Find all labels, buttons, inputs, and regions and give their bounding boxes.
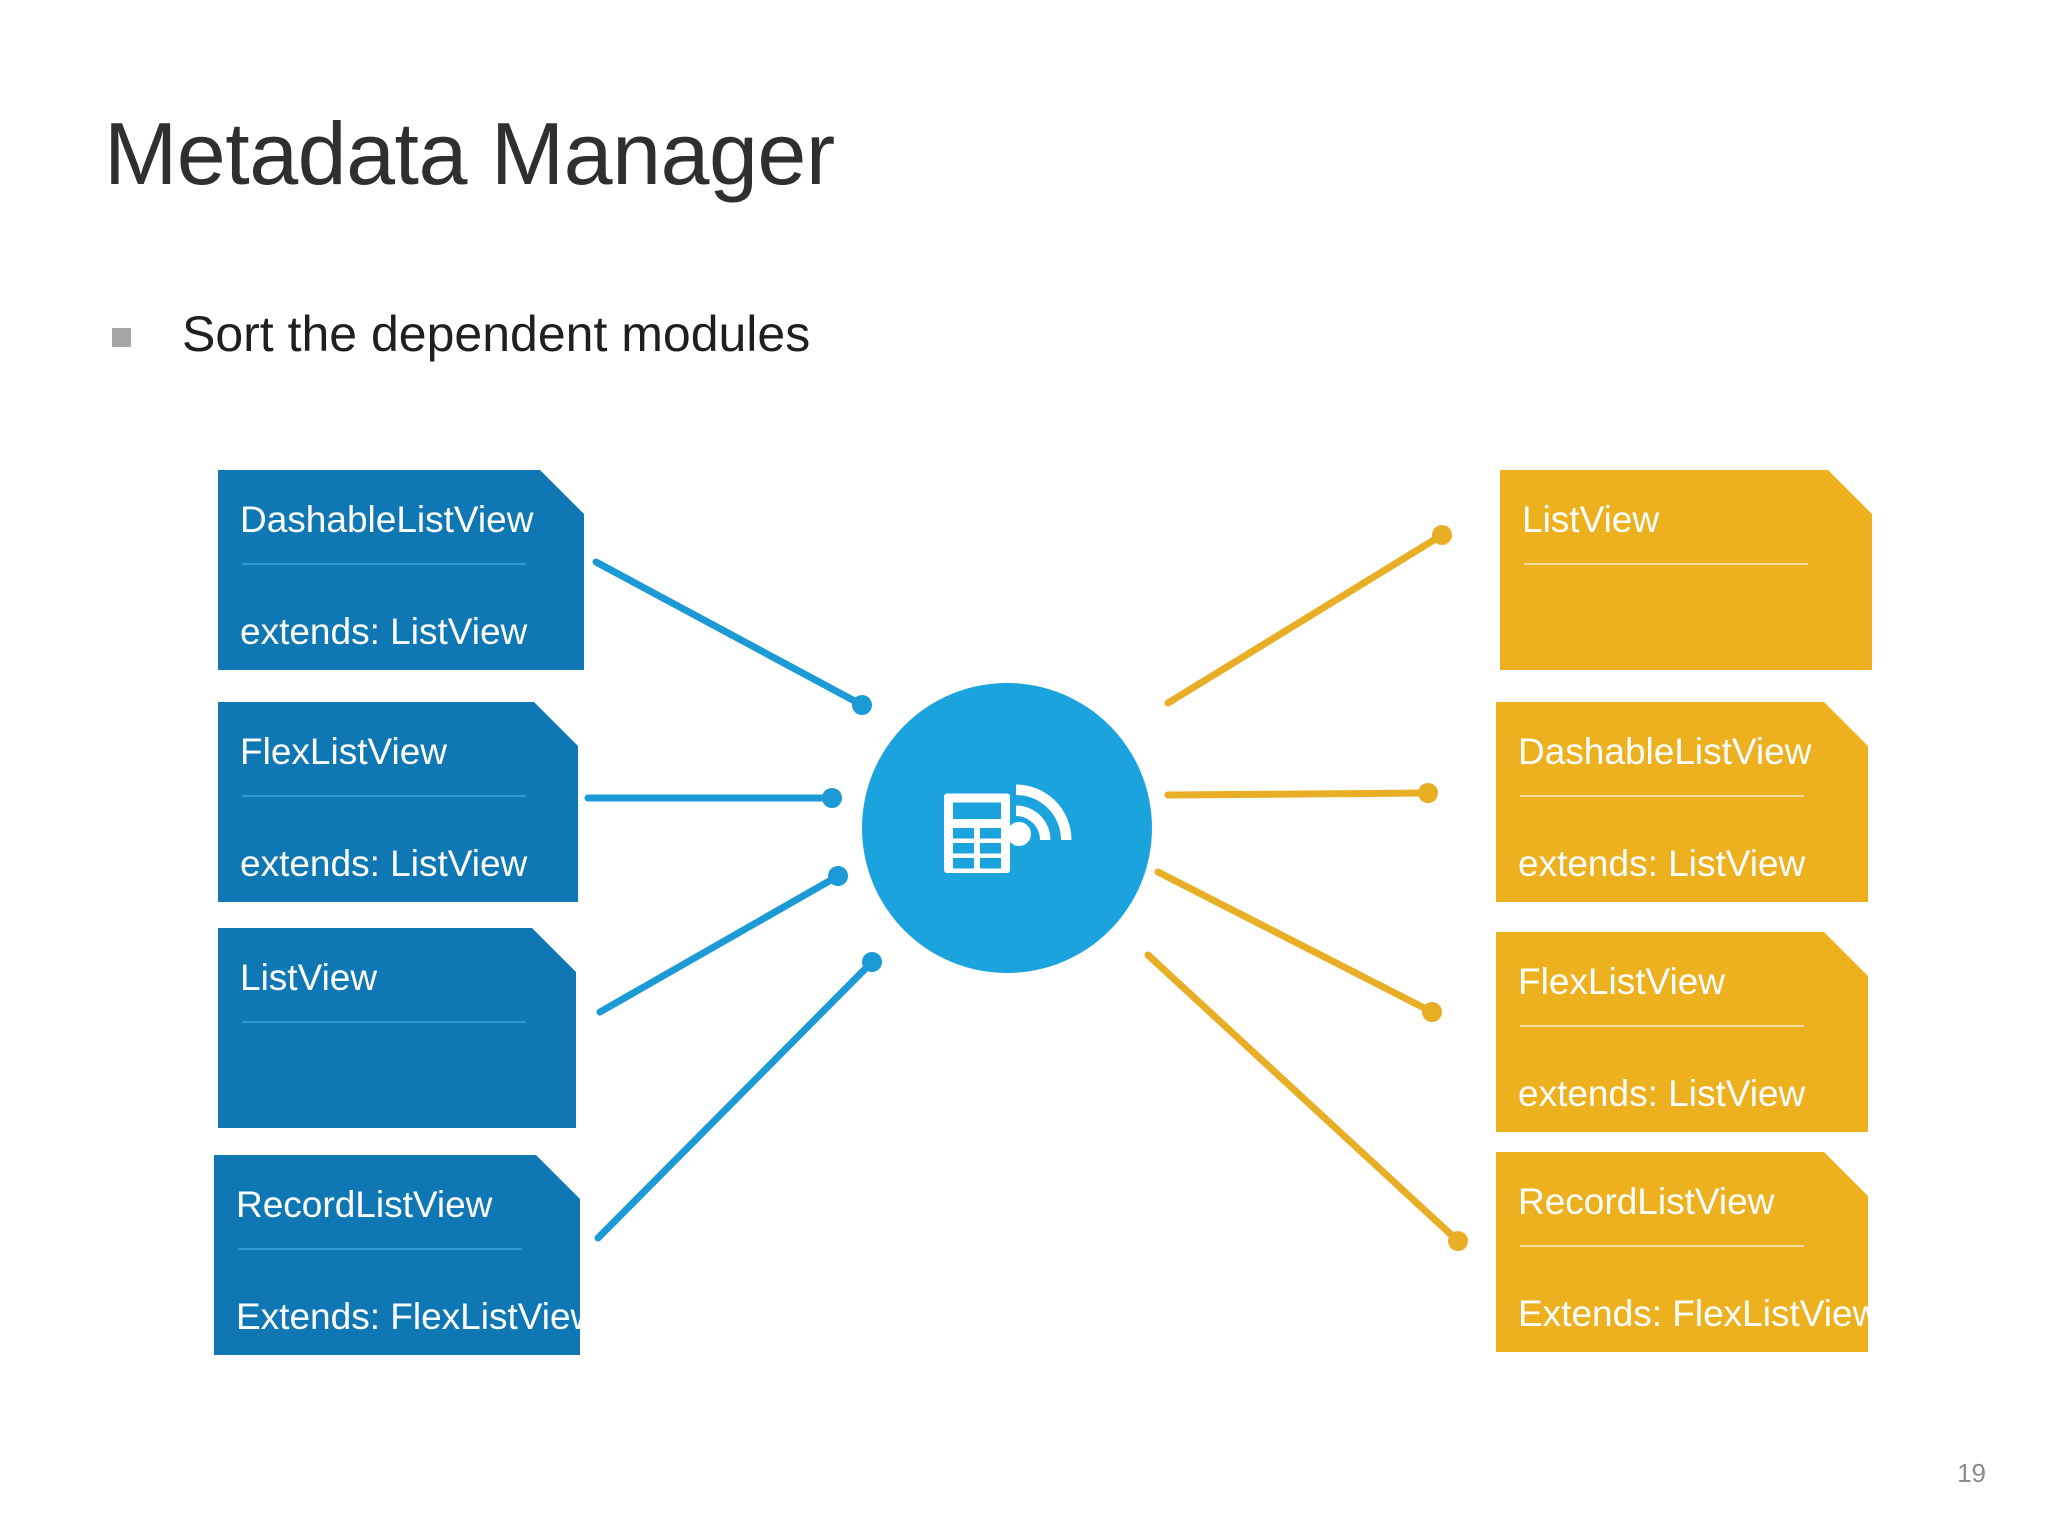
page-title: Metadata Manager xyxy=(104,104,835,203)
left-card-2-divider xyxy=(242,795,526,797)
right-card-2[interactable]: DashableListView extends: ListView xyxy=(1496,702,1868,902)
metadata-manager-hub[interactable] xyxy=(862,683,1152,973)
blue-connector-group xyxy=(584,558,876,1242)
right-card-4[interactable]: RecordListView Extends: FlexListView xyxy=(1496,1152,1868,1352)
left-card-3-divider xyxy=(242,1021,526,1023)
right-card-4-title: RecordListView xyxy=(1518,1181,1775,1222)
blue-connector-3 xyxy=(596,872,842,1016)
right-card-3-title: FlexListView xyxy=(1518,961,1726,1002)
left-card-3[interactable]: ListView xyxy=(218,928,576,1128)
left-card-3-title: ListView xyxy=(240,957,378,998)
right-card-3[interactable]: FlexListView extends: ListView xyxy=(1496,932,1868,1132)
bullet-text: Sort the dependent modules xyxy=(182,306,811,362)
right-card-3-subtitle: extends: ListView xyxy=(1518,1072,1806,1114)
left-card-4-title: RecordListView xyxy=(236,1184,493,1225)
amber-connector-1 xyxy=(1164,531,1446,707)
blue-connector-1 xyxy=(592,558,866,709)
right-card-2-divider xyxy=(1520,795,1804,797)
form-wifi-icon xyxy=(944,784,1072,873)
left-card-4-divider xyxy=(238,1248,522,1250)
right-card-3-divider xyxy=(1520,1025,1804,1027)
amber-connector-4 xyxy=(1144,951,1462,1245)
page-number: 19 xyxy=(1957,1458,1986,1488)
left-card-2[interactable]: FlexListView extends: ListView xyxy=(218,702,578,902)
blue-connector-4 xyxy=(594,958,876,1242)
left-card-2-subtitle: extends: ListView xyxy=(240,842,528,884)
right-card-2-title: DashableListView xyxy=(1518,731,1812,772)
amber-dot-4 xyxy=(1448,1231,1468,1251)
left-card-1-title: DashableListView xyxy=(240,499,534,540)
left-card-1-subtitle: extends: ListView xyxy=(240,610,528,652)
blue-dot-3 xyxy=(828,866,848,886)
square-bullet-icon xyxy=(112,327,131,347)
right-card-2-subtitle: extends: ListView xyxy=(1518,842,1806,884)
left-card-2-title: FlexListView xyxy=(240,731,448,772)
right-card-4-divider xyxy=(1520,1245,1804,1247)
amber-connector-group xyxy=(1144,531,1462,1245)
right-card-1-title: ListView xyxy=(1522,499,1660,540)
left-card-1[interactable]: DashableListView extends: ListView xyxy=(218,470,584,670)
amber-dot-2 xyxy=(1418,783,1438,803)
bullet-item: Sort the dependent modules xyxy=(112,305,810,363)
right-card-1-divider xyxy=(1524,563,1808,565)
blue-dot-4 xyxy=(862,952,882,972)
right-card-4-subtitle: Extends: FlexListView xyxy=(1518,1292,1868,1334)
right-card-1[interactable]: ListView xyxy=(1500,470,1872,670)
left-card-1-divider xyxy=(242,563,526,565)
blue-dot-2 xyxy=(822,788,842,808)
amber-dot-3 xyxy=(1422,1002,1442,1022)
blue-dot-1 xyxy=(852,695,872,715)
amber-dot-1 xyxy=(1432,525,1452,545)
left-card-4-subtitle: Extends: FlexListView xyxy=(236,1295,580,1337)
amber-connector-3 xyxy=(1154,868,1436,1016)
left-card-4[interactable]: RecordListView Extends: FlexListView xyxy=(214,1155,580,1355)
amber-connector-2 xyxy=(1164,789,1432,799)
amber-connector-dots xyxy=(1418,525,1468,1251)
blue-connector-dots xyxy=(822,695,882,972)
